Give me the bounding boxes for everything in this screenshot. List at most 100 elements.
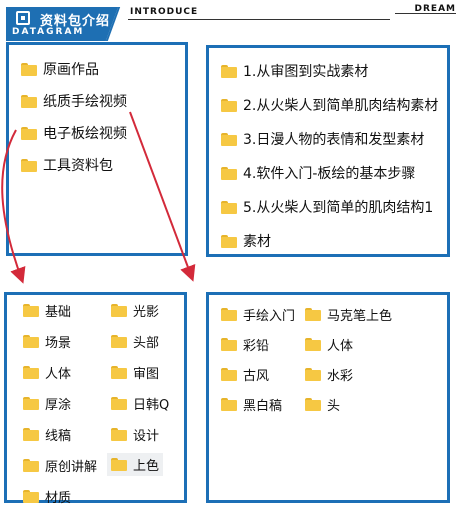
folder-label: 马克笔上色 [327, 309, 393, 324]
folder-item[interactable]: 审图 [111, 363, 159, 382]
folder-label: 工具资料包 [43, 158, 113, 174]
folder-item[interactable]: 原画作品 [21, 59, 99, 79]
folder-item[interactable]: 水彩 [305, 365, 353, 384]
folder-label: 日韩Q [133, 398, 170, 413]
folder-label: 黑白稿 [243, 399, 283, 414]
folder-icon [111, 458, 127, 471]
folder-icon [221, 234, 237, 248]
folder-panel-top-left: 原画作品 纸质手绘视频 电子板绘视频 工具资料包 [6, 42, 188, 256]
folder-icon [111, 428, 127, 441]
folder-item[interactable]: 纸质手绘视频 [21, 91, 127, 111]
folder-item[interactable]: 场景 [23, 332, 71, 351]
folder-label: 头 [327, 399, 341, 414]
header-subtitle: DATAGRAM [12, 27, 85, 37]
folder-item[interactable]: 基础 [23, 301, 71, 320]
folder-icon [111, 304, 127, 317]
folder-icon [305, 308, 321, 321]
folder-label: 设计 [133, 429, 160, 444]
folder-panel-top-right: 1.从审图到实战素材 2.从火柴人到简单肌肉结构素材 3.日漫人物的表情和发型素… [206, 45, 450, 257]
folder-item[interactable]: 人体 [305, 335, 353, 354]
folder-item[interactable]: 彩铅 [221, 335, 269, 354]
folder-icon [221, 338, 237, 351]
folder-icon [21, 94, 37, 108]
folder-item[interactable]: 日韩Q [111, 394, 169, 413]
folder-label: 2.从火柴人到简单肌肉结构素材 [243, 98, 439, 114]
folder-item[interactable]: 5.从火柴人到简单的肌肉结构1 [221, 197, 433, 217]
folder-icon [221, 132, 237, 146]
folder-icon [221, 166, 237, 180]
folder-item[interactable]: 头 [305, 395, 340, 414]
folder-icon [221, 308, 237, 321]
folder-icon [23, 335, 39, 348]
folder-label: 场景 [45, 336, 72, 351]
folder-icon [23, 366, 39, 379]
folder-item[interactable]: 1.从审图到实战素材 [221, 61, 368, 81]
folder-item[interactable]: 工具资料包 [21, 155, 113, 175]
header-dream: DREAM [414, 4, 456, 14]
folder-icon [221, 64, 237, 78]
folder-icon [23, 490, 39, 503]
folder-icon [21, 62, 37, 76]
folder-label: 彩铅 [243, 339, 270, 354]
folder-label: 光影 [133, 305, 160, 320]
folder-item[interactable]: 2.从火柴人到简单肌肉结构素材 [221, 95, 438, 115]
folder-item[interactable]: 电子板绘视频 [21, 123, 127, 143]
folder-label: 5.从火柴人到简单的肌肉结构1 [243, 200, 434, 216]
header-intro: INTRODUCE [130, 7, 199, 17]
folder-item[interactable]: 手绘入门 [221, 305, 295, 324]
folder-label: 1.从审图到实战素材 [243, 64, 369, 80]
folder-label: 原创讲解 [45, 460, 98, 475]
folder-item[interactable]: 3.日漫人物的表情和发型素材 [221, 129, 424, 149]
folder-label: 审图 [133, 367, 160, 382]
header-title: 资料包介绍 [40, 14, 111, 29]
folder-panel-bottom-right: 手绘入门 彩铅 古风 黑白稿 马克笔上色 人体 水彩 头 [206, 292, 450, 503]
header-rule [128, 19, 390, 20]
folder-label: 电子板绘视频 [43, 126, 127, 142]
folder-icon [305, 338, 321, 351]
header-badge: 资料包介绍 DATAGRAM [6, 7, 119, 41]
folder-label: 纸质手绘视频 [43, 94, 127, 110]
folder-label: 上色 [133, 459, 160, 474]
folder-item[interactable]: 马克笔上色 [305, 305, 392, 324]
folder-panel-bottom-left: 基础 场景 人体 厚涂 线稿 原创讲解 材质 光影 头部 审图 日韩Q 设计 上… [4, 292, 187, 506]
folder-icon [305, 368, 321, 381]
folder-icon [221, 98, 237, 112]
folder-label: 基础 [45, 305, 72, 320]
folder-icon [23, 459, 39, 472]
folder-label: 头部 [133, 336, 160, 351]
folder-item[interactable]: 厚涂 [23, 394, 71, 413]
folder-label: 原画作品 [43, 62, 99, 78]
folder-icon [111, 335, 127, 348]
folder-item-selected[interactable]: 上色 [107, 453, 164, 476]
folder-icon [21, 158, 37, 172]
folder-item[interactable]: 4.软件入门-板绘的基本步骤 [221, 163, 415, 183]
folder-label: 厚涂 [45, 398, 72, 413]
folder-item[interactable]: 人体 [23, 363, 71, 382]
folder-item[interactable]: 线稿 [23, 425, 71, 444]
folder-label: 人体 [45, 367, 72, 382]
folder-item[interactable]: 头部 [111, 332, 159, 351]
folder-icon [21, 126, 37, 140]
folder-item[interactable]: 黑白稿 [221, 395, 282, 414]
folder-item[interactable]: 设计 [111, 425, 159, 444]
folder-item[interactable]: 古风 [221, 365, 269, 384]
folder-label: 材质 [45, 491, 72, 506]
folder-icon [111, 366, 127, 379]
folder-label: 4.软件入门-板绘的基本步骤 [243, 166, 416, 182]
folder-item[interactable]: 素材 [221, 231, 271, 251]
folder-label: 古风 [243, 369, 270, 384]
folder-label: 3.日漫人物的表情和发型素材 [243, 132, 425, 148]
folder-icon [111, 397, 127, 410]
folder-icon [305, 398, 321, 411]
folder-label: 人体 [327, 339, 354, 354]
folder-item[interactable]: 原创讲解 [23, 456, 97, 475]
folder-label: 手绘入门 [243, 309, 296, 324]
folder-item[interactable]: 材质 [23, 487, 71, 506]
header-rule-right [395, 13, 456, 14]
folder-icon [23, 397, 39, 410]
logo-icon [16, 11, 30, 25]
folder-label: 线稿 [45, 429, 72, 444]
folder-label: 素材 [243, 234, 271, 250]
folder-label: 水彩 [327, 369, 354, 384]
folder-item[interactable]: 光影 [111, 301, 159, 320]
